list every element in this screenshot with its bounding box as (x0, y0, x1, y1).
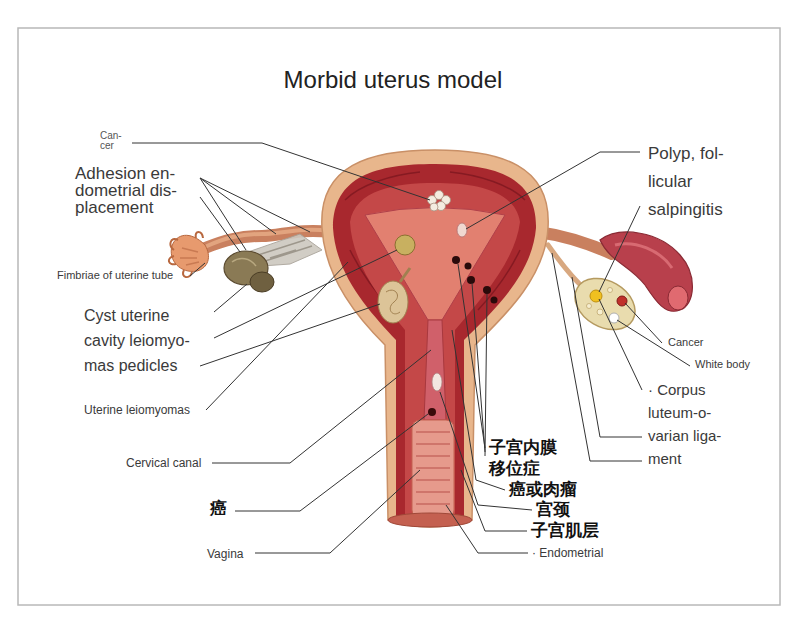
part-label: Uterine leiomyomas (84, 403, 206, 417)
uterus-body-part (424, 320, 446, 420)
lesions-part (483, 286, 491, 294)
leader-lines-part (200, 178, 310, 232)
right-tube-part (668, 286, 688, 310)
part-label: Fimbriae of uterine tube (57, 269, 197, 282)
leader-lines-part (200, 178, 276, 234)
diagram-title: Morbid uterus model (0, 66, 786, 94)
lesions-part (378, 281, 408, 323)
lesions-part (467, 276, 475, 284)
leader-lines-part (190, 263, 205, 276)
frame-part (18, 28, 780, 605)
right-ovary-section-part (597, 309, 603, 315)
right-ovary-section-part (617, 296, 627, 306)
lesions-part (400, 268, 410, 282)
part-label: Can- cer (100, 131, 128, 151)
lesions-part (386, 290, 400, 314)
leader-lines-part (200, 197, 240, 252)
leader-lines (132, 143, 690, 553)
part-label: Adhesion en- dometrial dis- placement (75, 165, 211, 216)
right-ovary-section-part (609, 313, 619, 323)
leader-lines-part (214, 284, 247, 312)
leader-lines-part (485, 294, 487, 456)
right-ovary-section-part (590, 290, 602, 302)
lesions-part (457, 223, 467, 237)
leader-lines-part (461, 470, 527, 531)
fimbriae-part (169, 232, 203, 277)
leader-lines-part (255, 470, 420, 553)
leader-lines-part (599, 299, 642, 390)
lesions-part (452, 256, 460, 264)
part-label: · Endometrial (532, 546, 632, 560)
leader-lines-part (599, 206, 640, 292)
part-label: Vagina (207, 547, 253, 561)
fimbriae (169, 232, 209, 277)
part-label: Polyp, fol- licular salpingitis (648, 140, 762, 224)
leader-lines-part (466, 152, 640, 229)
leader-lines-part (200, 304, 380, 366)
leader-lines-part (214, 250, 397, 338)
frame (18, 28, 780, 605)
leader-lines-part (552, 253, 642, 461)
left-ovary-adhesion (224, 234, 322, 292)
part-label: White body (695, 358, 775, 371)
left-ovary-adhesion-part (232, 259, 256, 266)
leader-lines-part (212, 350, 431, 463)
part-label: Cancer (668, 336, 728, 349)
fimbriae-part (171, 235, 208, 271)
right-tube-part (615, 244, 672, 268)
leader-lines-part (472, 283, 485, 452)
part-label: 癌 (210, 499, 232, 519)
fimbriae-part (180, 248, 199, 265)
part-label: 子宫内膜 移位症 (489, 437, 563, 479)
lesions-part (491, 297, 498, 304)
lesions-part (395, 235, 415, 255)
leader-lines-part (206, 262, 348, 410)
leader-lines-part (458, 264, 485, 448)
part-label: Cervical canal (126, 456, 212, 470)
leader-lines-part (572, 277, 642, 437)
part-label: 癌或肉瘤 (509, 480, 589, 500)
uterus-body-part (412, 420, 454, 518)
lesions-part (432, 373, 442, 391)
part-label: Cyst uterine cavity leiomyo- mas pedicle… (84, 303, 214, 378)
leader-lines-part (446, 505, 528, 553)
part-label: · Corpus luteum-o- varian liga- ment (648, 378, 746, 470)
leader-lines-part (200, 178, 246, 250)
lesions-part (428, 408, 436, 416)
uterus-body-part (416, 432, 450, 504)
lesions-part (465, 263, 472, 270)
right-ovary-section-part (608, 288, 613, 293)
part-label: 宫颈 (536, 500, 580, 520)
lesions-part (430, 203, 438, 211)
right-ovary-section-part (587, 304, 592, 309)
leader-lines-part (235, 414, 428, 511)
left-ovary-adhesion-part (250, 272, 274, 292)
part-label: 子宫肌层 (531, 521, 611, 541)
